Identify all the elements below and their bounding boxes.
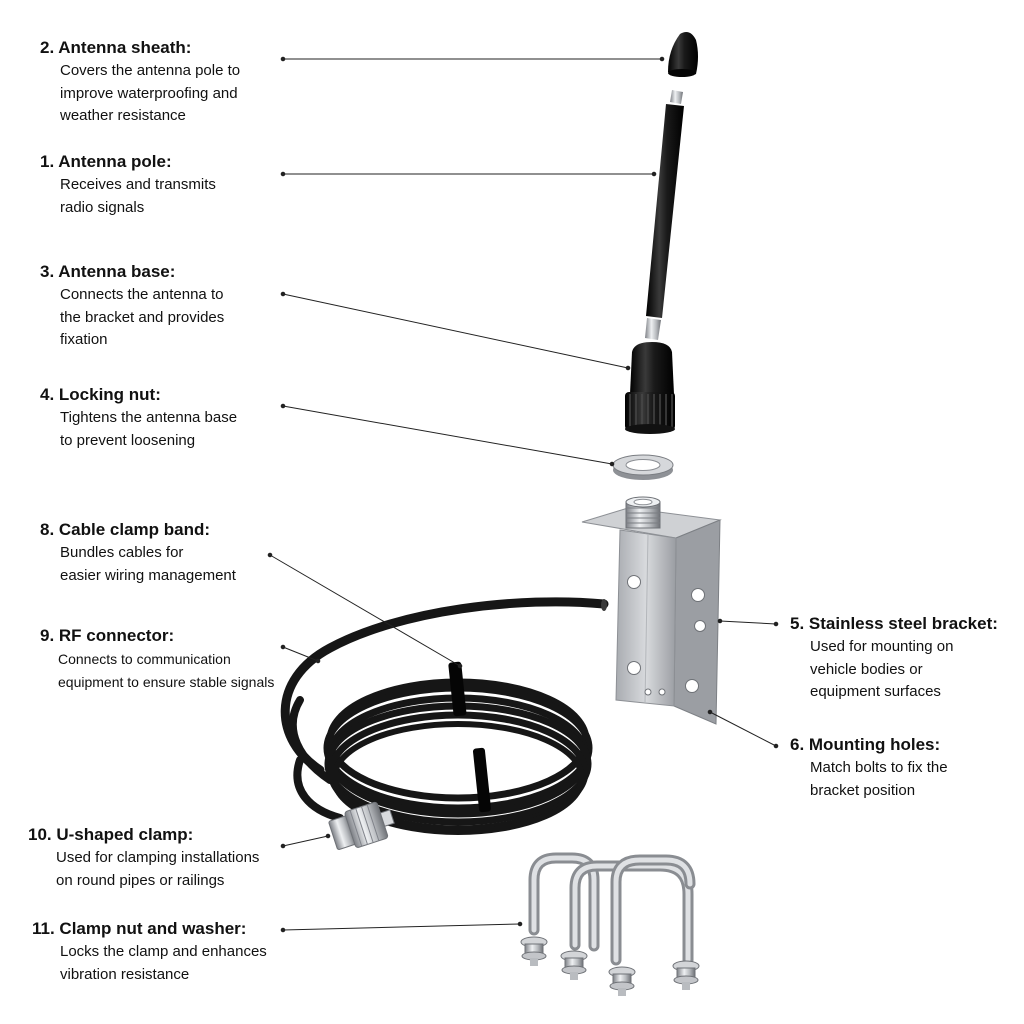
- antenna-sheath-part: [668, 32, 698, 77]
- label-antenna-base: 3. Antenna base: Connects the antenna to…: [40, 261, 224, 352]
- rf-connector-part: [328, 801, 395, 850]
- label-description: Used for clamping installations on round…: [56, 849, 260, 889]
- label-antenna-sheath: 2. Antenna sheath: Covers the antenna po…: [40, 37, 240, 128]
- antenna-base-part: [625, 342, 675, 434]
- label-description: Tightens the antenna base to prevent loo…: [60, 409, 238, 449]
- leader-locking-nut: [282, 405, 613, 465]
- leader-u-shaped-clamp: [282, 835, 329, 847]
- cable-end: [601, 599, 607, 611]
- label-title: 10. U-shaped clamp:: [28, 825, 194, 844]
- leader-rf-connector: [282, 646, 319, 662]
- leader-cable-clamp-band: [269, 554, 461, 667]
- label-description: Covers the antenna pole to improve water…: [60, 62, 241, 124]
- label-title: 1. Antenna pole:: [40, 152, 172, 171]
- clamp-nut-washer-part: [520, 936, 700, 996]
- label-description: Locks the clamp and enhances vibration r…: [60, 943, 267, 983]
- label-title: 11. Clamp nut and washer:: [32, 919, 247, 938]
- label-title: 9. RF connector:: [40, 626, 175, 645]
- label-description: Connects the antenna to the bracket and …: [60, 286, 225, 348]
- label-title: 8. Cable clamp band:: [40, 520, 211, 539]
- leader-antenna-base: [282, 293, 629, 369]
- label-description: Receives and transmits radio signals: [60, 176, 216, 216]
- label-locking-nut: 4. Locking nut: Tightens the antenna bas…: [40, 384, 237, 452]
- stainless-steel-bracket-part: [581, 496, 722, 725]
- label-description: Match bolts to fix the bracket position: [810, 759, 948, 799]
- cable-clamp-band-part: [448, 661, 492, 813]
- label-stainless-steel-bracket: 5. Stainless steel bracket: Used for mou…: [790, 613, 998, 704]
- label-title: 2. Antenna sheath:: [40, 38, 192, 57]
- label-cable-clamp-band: 8. Cable clamp band: Bundles cables for …: [40, 519, 236, 587]
- label-rf-connector: 9. RF connector: Connects to communicati…: [40, 625, 274, 693]
- label-u-shaped-clamp: 10. U-shaped clamp: Used for clamping in…: [28, 824, 259, 892]
- leader-stainless-steel-bracket: [719, 620, 777, 625]
- u-shaped-clamp-part: [528, 852, 696, 966]
- label-title: 3. Antenna base:: [40, 262, 176, 281]
- label-title: 6. Mounting holes:: [790, 735, 941, 754]
- label-description: Connects to communication equipment to e…: [58, 651, 275, 690]
- label-clamp-nut-washer: 11. Clamp nut and washer: Locks the clam…: [32, 918, 267, 986]
- label-title: 4. Locking nut:: [40, 385, 161, 404]
- label-description: Used for mounting on vehicle bodies or e…: [810, 638, 954, 700]
- coax-cable-part: [280, 597, 609, 835]
- label-description: Bundles cables for easier wiring managem…: [60, 544, 236, 584]
- antenna-pole-part: [645, 90, 684, 340]
- leader-clamp-nut-washer: [282, 923, 521, 931]
- label-title: 5. Stainless steel bracket:: [790, 614, 998, 633]
- label-mounting-holes: 6. Mounting holes: Match bolts to fix th…: [790, 734, 948, 802]
- locking-nut-part: [612, 454, 674, 480]
- mounting-holes-part: [627, 575, 706, 696]
- leader-mounting-holes: [709, 711, 777, 747]
- label-antenna-pole: 1. Antenna pole: Receives and transmits …: [40, 151, 216, 219]
- leader-lines: [267, 56, 779, 933]
